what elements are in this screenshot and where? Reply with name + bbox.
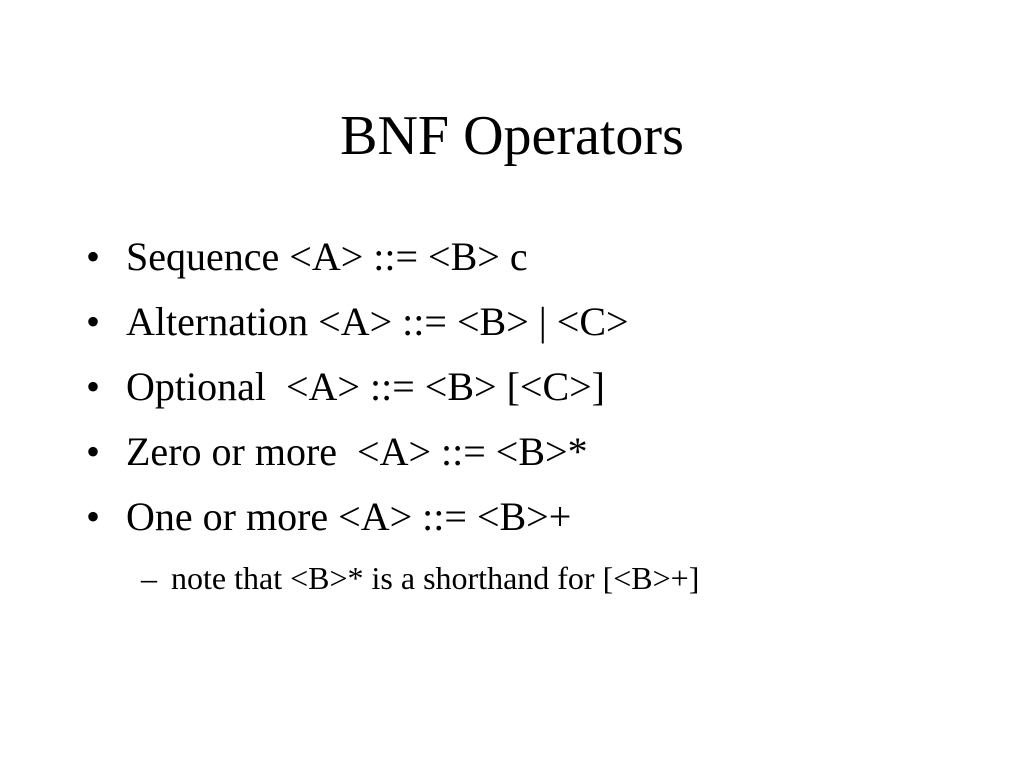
- slide-title: BNF Operators: [340, 105, 684, 167]
- bullet-marker: •: [86, 234, 101, 279]
- sub-bullet-marker: –: [141, 560, 157, 596]
- bullet-item: • Sequence <A> ::= <B> c: [86, 230, 986, 295]
- bullet-item: • One or more <A> ::= <B>+: [86, 490, 986, 555]
- sub-bullet-text-note: note that <B>* is a shorthand for [<B>+]: [171, 560, 700, 596]
- bullet-marker: •: [86, 299, 101, 344]
- bullet-marker: •: [86, 494, 101, 539]
- bullet-list: • Sequence <A> ::= <B> c • Alternation <…: [86, 230, 986, 605]
- bullet-item: • Optional <A> ::= <B> [<C>]: [86, 360, 986, 425]
- bullet-marker: •: [86, 364, 101, 409]
- bullet-text-alternation: Alternation <A> ::= <B> | <C>: [126, 299, 629, 344]
- bullet-text-sequence: Sequence <A> ::= <B> c: [126, 234, 528, 279]
- bullet-text-optional: Optional <A> ::= <B> [<C>]: [126, 364, 606, 409]
- sub-bullet-item: – note that <B>* is a shorthand for [<B>…: [86, 555, 986, 605]
- bullet-item: • Zero or more <A> ::= <B>*: [86, 425, 986, 490]
- bullet-item: • Alternation <A> ::= <B> | <C>: [86, 295, 986, 360]
- bullet-text-zero-or-more: Zero or more <A> ::= <B>*: [126, 429, 588, 474]
- bullet-marker: •: [86, 429, 101, 474]
- bullet-text-one-or-more: One or more <A> ::= <B>+: [126, 494, 572, 539]
